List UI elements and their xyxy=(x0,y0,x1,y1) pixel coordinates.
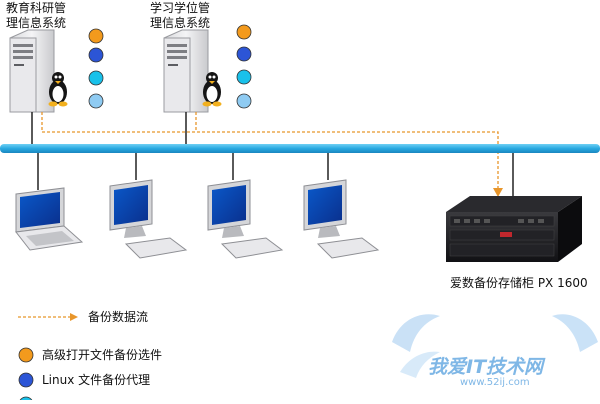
server-2-label-line1: 学习学位管 xyxy=(150,1,211,15)
dot-light-blue xyxy=(88,93,104,109)
storage-cabinet xyxy=(446,196,582,262)
network-bus xyxy=(0,144,600,153)
server-2 xyxy=(163,29,209,113)
server-1-agent-dots xyxy=(88,28,104,109)
server-2-agent-dots xyxy=(236,24,252,109)
legend-item-1-label: 高级打开文件备份选件 xyxy=(42,348,163,362)
linux-penguin-icon xyxy=(202,72,222,107)
dot-orange xyxy=(88,28,104,44)
dot-cyan xyxy=(236,69,252,85)
legend-dot-orange xyxy=(18,347,34,363)
dot-cyan xyxy=(88,70,104,86)
server-1 xyxy=(9,29,55,113)
dot-blue xyxy=(88,47,104,63)
server-2-label: 学习学位管 理信息系统 xyxy=(150,1,210,31)
legend-dot-blue xyxy=(18,372,34,388)
server-1-label-line1: 教育科研管 xyxy=(6,1,67,15)
server-1-label-line2: 理信息系统 xyxy=(6,16,67,30)
server-1-label: 教育科研管 理信息系统 xyxy=(6,1,66,31)
watermark-wings-icon xyxy=(392,314,598,378)
legend-item-2-label: Linux 文件备份代理 xyxy=(42,373,151,387)
backup-flow-arrowhead xyxy=(493,188,503,197)
backup-flow-line xyxy=(41,112,499,190)
desktop-client-1 xyxy=(109,179,188,259)
desktop-client-2 xyxy=(207,179,284,259)
dot-light-blue xyxy=(236,93,252,109)
watermark-url: www.52ij.com xyxy=(460,377,530,388)
laptop-client xyxy=(15,187,84,251)
dot-orange xyxy=(236,24,252,40)
desktop-client-3 xyxy=(303,179,380,259)
dot-blue xyxy=(236,46,252,62)
watermark-title: 我爱IT技术网 xyxy=(428,356,544,378)
linux-penguin-icon xyxy=(48,72,68,107)
storage-label: 爱数备份存储柜 PX 1600 xyxy=(450,276,588,290)
legend-flow-label: 备份数据流 xyxy=(88,310,149,324)
server-2-label-line2: 理信息系统 xyxy=(150,16,211,30)
